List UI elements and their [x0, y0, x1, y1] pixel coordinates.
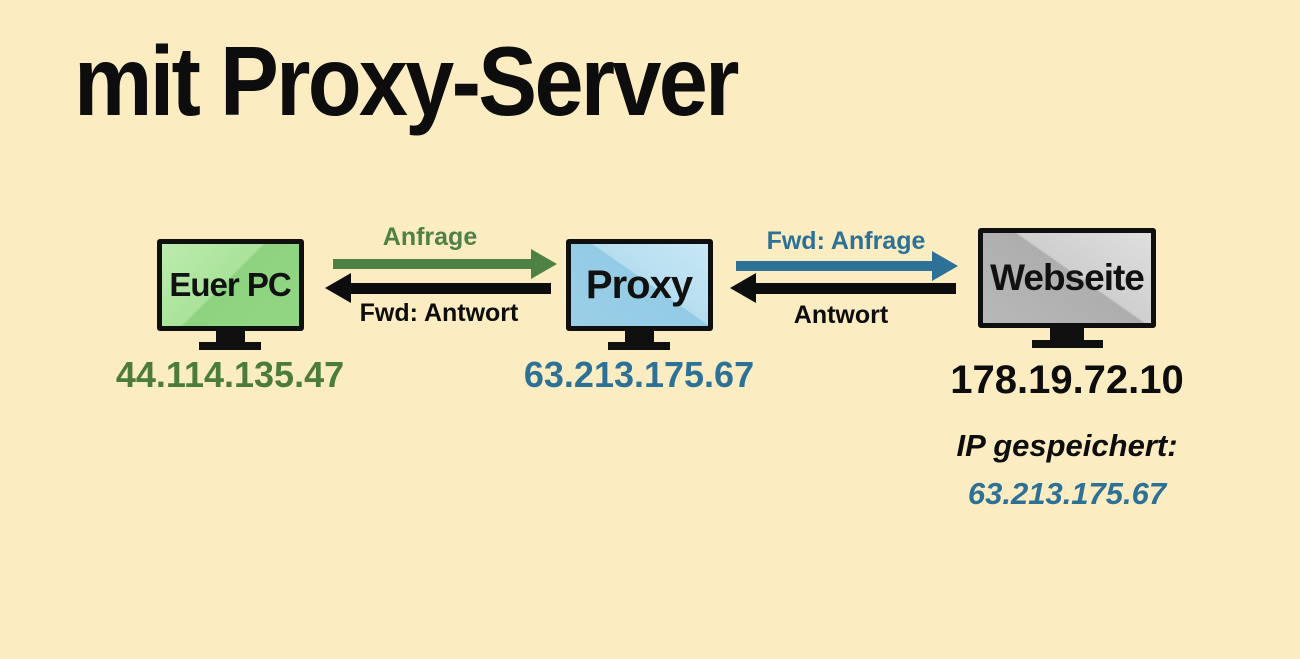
fwd-antwort-label: Fwd: Antwort — [359, 299, 519, 327]
anfrage-right-arrow-icon — [333, 249, 557, 279]
monitor-stand-base — [199, 342, 261, 350]
euer-pc-monitor-icon: Euer PC — [156, 239, 304, 331]
monitor-stand-neck — [1050, 328, 1084, 340]
page-title: mit Proxy-Server — [74, 26, 739, 136]
arrow-head-left — [325, 273, 351, 303]
euer-pc-label: Euer PC — [169, 266, 291, 303]
node-proxy: Proxy 63.213.175.67 — [514, 239, 764, 395]
node-webseite: Webseite 178.19.72.10 — [942, 228, 1192, 402]
proxy-ip: 63.213.175.67 — [523, 354, 755, 395]
arrow-head-left — [730, 273, 756, 303]
monitor-stand-base — [608, 342, 670, 350]
fwd-anfrage-right-arrow-icon — [736, 251, 958, 281]
node-euer-pc: Euer PC 44.114.135.47 — [105, 239, 355, 395]
arrow-shaft — [756, 282, 956, 294]
arrow-head-right — [531, 249, 557, 279]
monitor-stand-neck — [624, 331, 654, 342]
arrow-shaft — [351, 282, 551, 294]
antwort-left-arrow-icon — [730, 273, 956, 303]
webseite-label: Webseite — [990, 257, 1145, 298]
arrow-shaft — [333, 259, 531, 269]
monitor-stand-base — [1031, 340, 1103, 348]
monitor-stand-neck — [215, 331, 245, 342]
webseite-ip: 178.19.72.10 — [950, 358, 1184, 402]
fwd-anfrage-label: Fwd: Anfrage — [766, 227, 926, 255]
arrow-shaft — [736, 261, 932, 271]
proxy-label: Proxy — [585, 262, 693, 307]
antwort-label: Antwort — [793, 301, 889, 329]
proxy-monitor-icon: Proxy — [565, 239, 713, 331]
arrow-head-right — [932, 251, 958, 281]
stored-ip-note-value: 63.213.175.67 — [967, 476, 1167, 511]
anfrage-label: Anfrage — [382, 223, 478, 251]
euer-pc-ip: 44.114.135.47 — [115, 354, 345, 395]
stored-ip-note: IP gespeichert: 63.213.175.67 — [942, 428, 1192, 512]
fwd-antwort-left-arrow-icon — [325, 273, 551, 303]
webseite-monitor-icon: Webseite — [978, 228, 1156, 328]
stored-ip-note-label: IP gespeichert: — [956, 428, 1178, 463]
